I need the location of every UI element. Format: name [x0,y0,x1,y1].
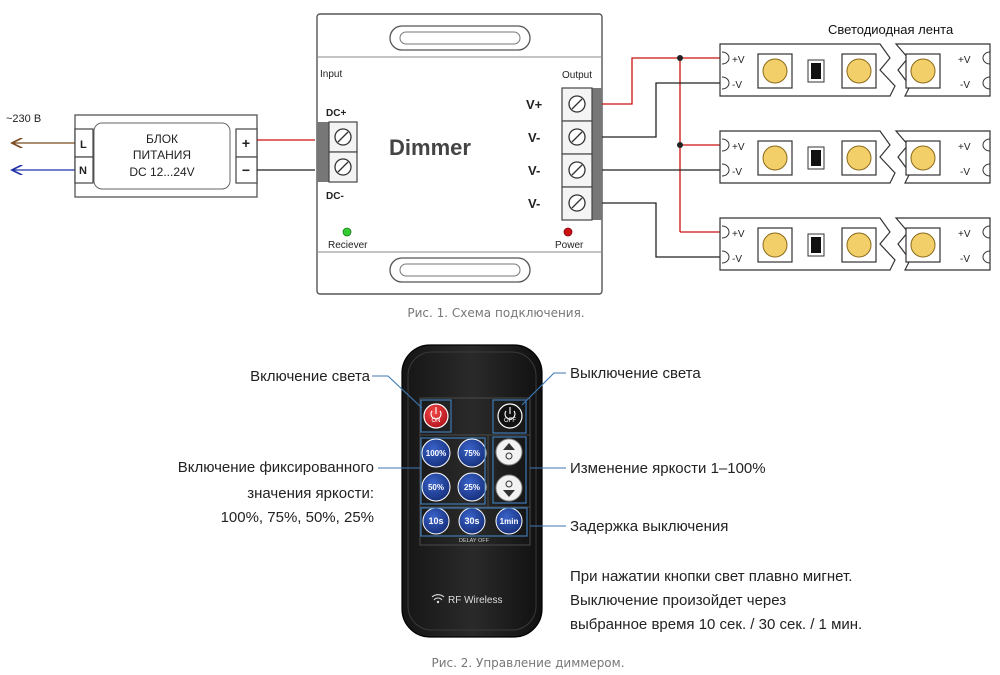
brightness-up-icon [503,443,515,450]
off-button-label: OFF [504,418,516,424]
receiver-label: Reciever [328,240,368,251]
strip-1-plus-label: +V [732,55,745,66]
annotation-light-on: Включение света [250,368,371,385]
strip-1-minus-label-right: -V [960,80,970,91]
annotation-note-line1: При нажатии кнопки свет плавно мигнет. [570,568,852,585]
dimmer-out-v-plus: V+ [526,97,543,112]
delay-10s-label: 10s [428,516,443,526]
led-strip-1: +V -V +V -V [719,43,991,97]
dimmer-output-label: Output [562,70,592,81]
brightness-up-button[interactable] [495,438,523,466]
strip-2-minus-label-right: -V [960,167,970,178]
output-terminal-block [561,87,602,221]
dimmer-unit: Dimmer Input Output DC+ DC- V+ V- V- V- [316,13,603,295]
figure-2-caption: Рис. 2. Управление диммером. [431,656,624,670]
dimmer-dc-minus-label: DC- [326,191,344,202]
psu-title-line1: БЛОК [146,132,178,146]
psu-plus-terminal: + [242,135,250,151]
power-label: Power [555,240,584,251]
strip-2-plus-label-right: +V [958,142,971,153]
psu-terminal-n: N [79,165,87,177]
strip-3-minus-label: -V [732,254,742,265]
output-wiring [602,55,722,258]
mains-input: ~230 В [6,113,75,170]
dimmer-dc-plus-label: DC+ [326,108,346,119]
power-supply: L N БЛОК ПИТАНИЯ DC 12...24V + − [74,114,258,198]
dimmer-out-v-minus-3: V- [528,196,540,211]
delay-off-label: DELAY OFF [459,538,490,544]
annotation-brightness: Изменение яркости 1–100% [570,460,766,477]
figure-2: ON OFF 100% 75% 50% 25% 10s [178,344,862,670]
brightness-down-icon [503,490,515,497]
power-led [563,227,573,237]
delay-1min-label: 1min [500,517,519,526]
preset-25-button[interactable] [457,472,487,502]
annotation-fixed-line2: значения яркости: [247,485,374,502]
preset-50-button[interactable] [421,472,451,502]
preset-50-label: 50% [428,483,444,492]
dimmer-input-label: Input [320,69,342,80]
led-strip-2: +V -V +V -V [719,130,991,184]
strip-3-plus-label-right: +V [958,229,971,240]
annotation-light-off: Выключение света [570,365,701,382]
annotation-fixed-line3: 100%, 75%, 50%, 25% [221,509,374,526]
off-button[interactable] [497,403,523,429]
psu-minus-terminal: − [242,162,250,178]
led-strip-title: Светодиодная лента [828,22,954,37]
preset-100-label: 100% [426,449,446,458]
annotation-leaders [372,372,566,537]
led-strip-3: +V -V +V -V [719,217,991,271]
strip-3-minus-label-right: -V [960,254,970,265]
delay-30s-label: 30s [464,516,479,526]
wifi-icon [431,594,445,601]
dimmer-out-v-minus-2: V- [528,163,540,178]
strip-2-plus-label: +V [732,142,745,153]
dimmer-title: Dimmer [389,135,471,160]
annotation-delay: Задержка выключения [570,518,728,535]
dimmer-out-v-minus-1: V- [528,130,540,145]
brightness-down-button[interactable] [495,474,523,502]
preset-75-button[interactable] [457,438,487,468]
annotation-fixed-line1: Включение фиксированного [178,459,374,476]
mains-voltage-label: ~230 В [6,113,41,125]
power-icon-on [430,410,442,420]
strip-1-plus-label-right: +V [958,55,971,66]
preset-25-label: 25% [464,483,480,492]
on-button[interactable] [423,403,449,429]
preset-100-button[interactable] [421,438,451,468]
annotation-note-line2: Выключение произойдет через [570,592,786,609]
figure-1: ~230 В L N БЛОК ПИТАНИЯ DC 12...24V + − [6,13,991,320]
preset-75-label: 75% [464,449,480,458]
psu-title-line2: ПИТАНИЯ [133,148,191,162]
strip-3-plus-label: +V [732,229,745,240]
input-terminal-block [317,121,358,183]
annotation-note-line3: выбранное время 10 сек. / 30 сек. / 1 ми… [570,616,862,633]
remote-brand-label: RF Wireless [448,595,502,606]
power-icon-off [504,410,516,420]
strip-1-minus-label: -V [732,80,742,91]
psu-title-line3: DC 12...24V [129,165,194,179]
receiver-led [342,227,352,237]
psu-terminal-l: L [80,139,87,151]
strip-2-minus-label: -V [732,167,742,178]
remote-control: ON OFF 100% 75% 50% 25% 10s [401,344,543,638]
figure-1-caption: Рис. 1. Схема подключения. [407,306,584,320]
on-button-label: ON [432,418,441,424]
